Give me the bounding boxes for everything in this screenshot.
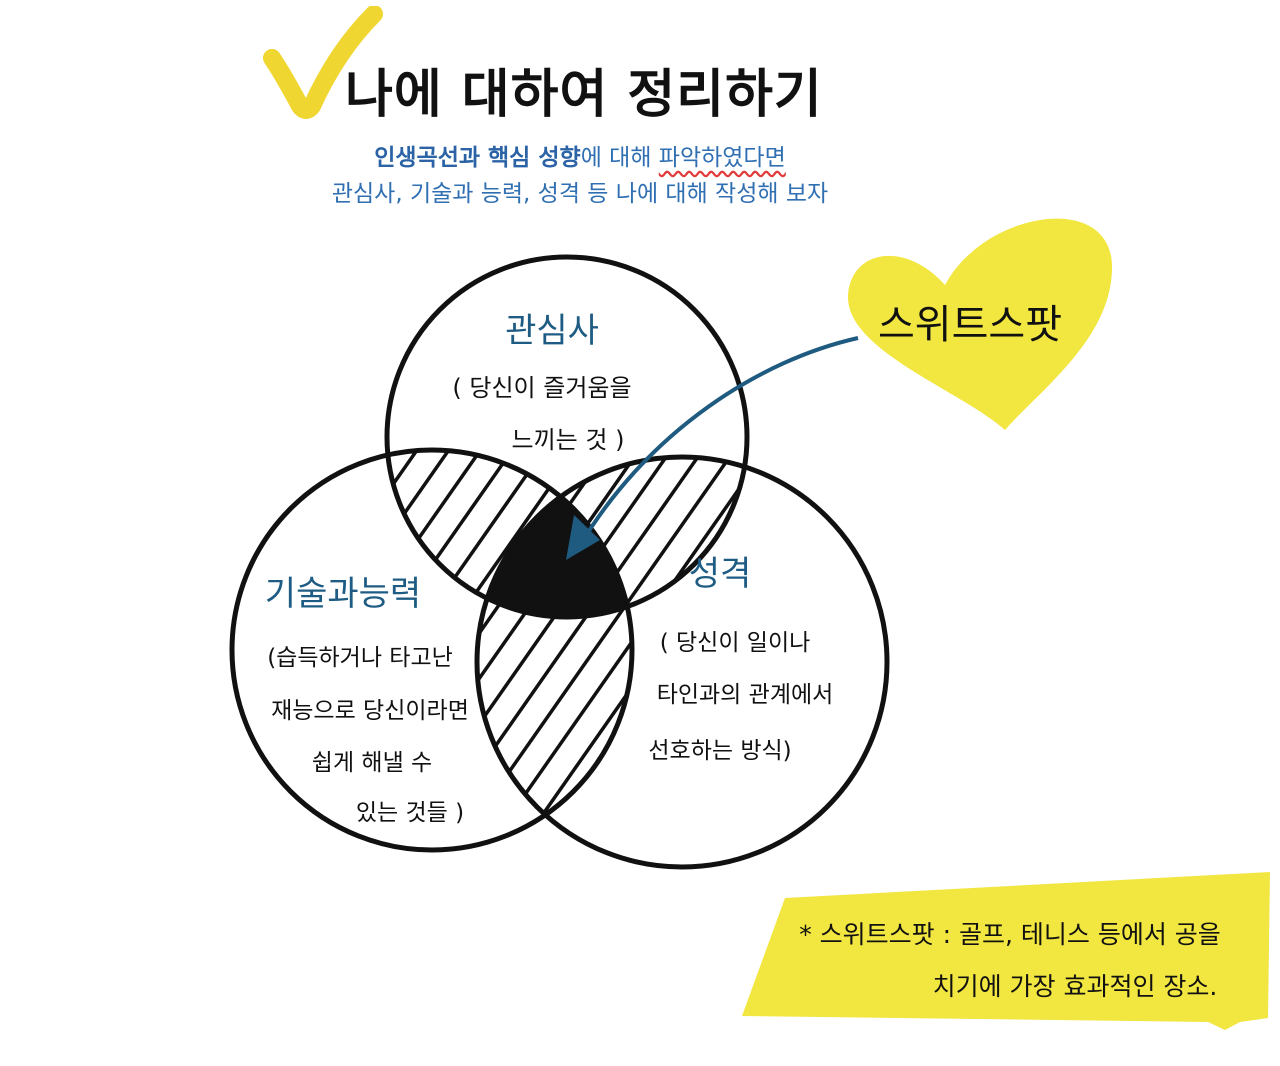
personality-desc-3: 선호하는 방식) (648, 738, 791, 764)
arrow-to-sweet-spot (578, 336, 859, 547)
skills-title: 기술과능력 (265, 574, 421, 614)
personality-desc-2: 타인과의 관계에서 (657, 682, 834, 708)
footnote-box (742, 872, 1270, 1030)
footnote-line-1: * 스위트스팟 : 골프, 테니스 등에서 공을 (799, 920, 1221, 949)
sweet-spot-center (477, 457, 632, 617)
skills-desc-3: 쉽게 해낼 수 (312, 750, 432, 776)
check-mark-icon (263, 6, 383, 119)
circle-personality (474, 454, 890, 870)
skills-desc-1: (습득하거나 타고난 (267, 645, 453, 671)
interest-title: 관심사 (505, 311, 599, 351)
heart-label: 스위트스팟 (878, 302, 1062, 348)
personality-desc-1: ( 당신이 일이나 (660, 630, 811, 656)
heart-shape (847, 218, 1113, 430)
subtitle-rest-b: 파악하였다면 (658, 145, 786, 171)
circle-skills (229, 447, 635, 853)
personality-title: 성격 (689, 554, 752, 594)
skills-desc-2: 재능으로 당신이라면 (271, 698, 469, 724)
arrow-head-icon (566, 515, 600, 560)
page-title: 나에 대하여 정리하기 (345, 65, 823, 125)
subtitle-line-2: 관심사, 기술과 능력, 성격 등 나에 대해 작성해 보자 (331, 181, 829, 207)
skills-desc-4: 있는 것들 ) (356, 800, 464, 826)
subtitle-bold: 인생곡선과 핵심 성향 (374, 145, 581, 171)
interest-desc-2: 느끼는 것 ) (512, 426, 625, 454)
subtitle-line-1: 인생곡선과 핵심 성향에 대해 파악하였다면 (220, 138, 940, 172)
circle-interest (384, 254, 750, 620)
footnote-line-2: 치기에 가장 효과적인 장소. (933, 972, 1218, 1001)
subtitle-rest-a: 에 대해 (580, 145, 659, 171)
interest-desc-1: ( 당신이 즐거움을 (452, 374, 631, 402)
